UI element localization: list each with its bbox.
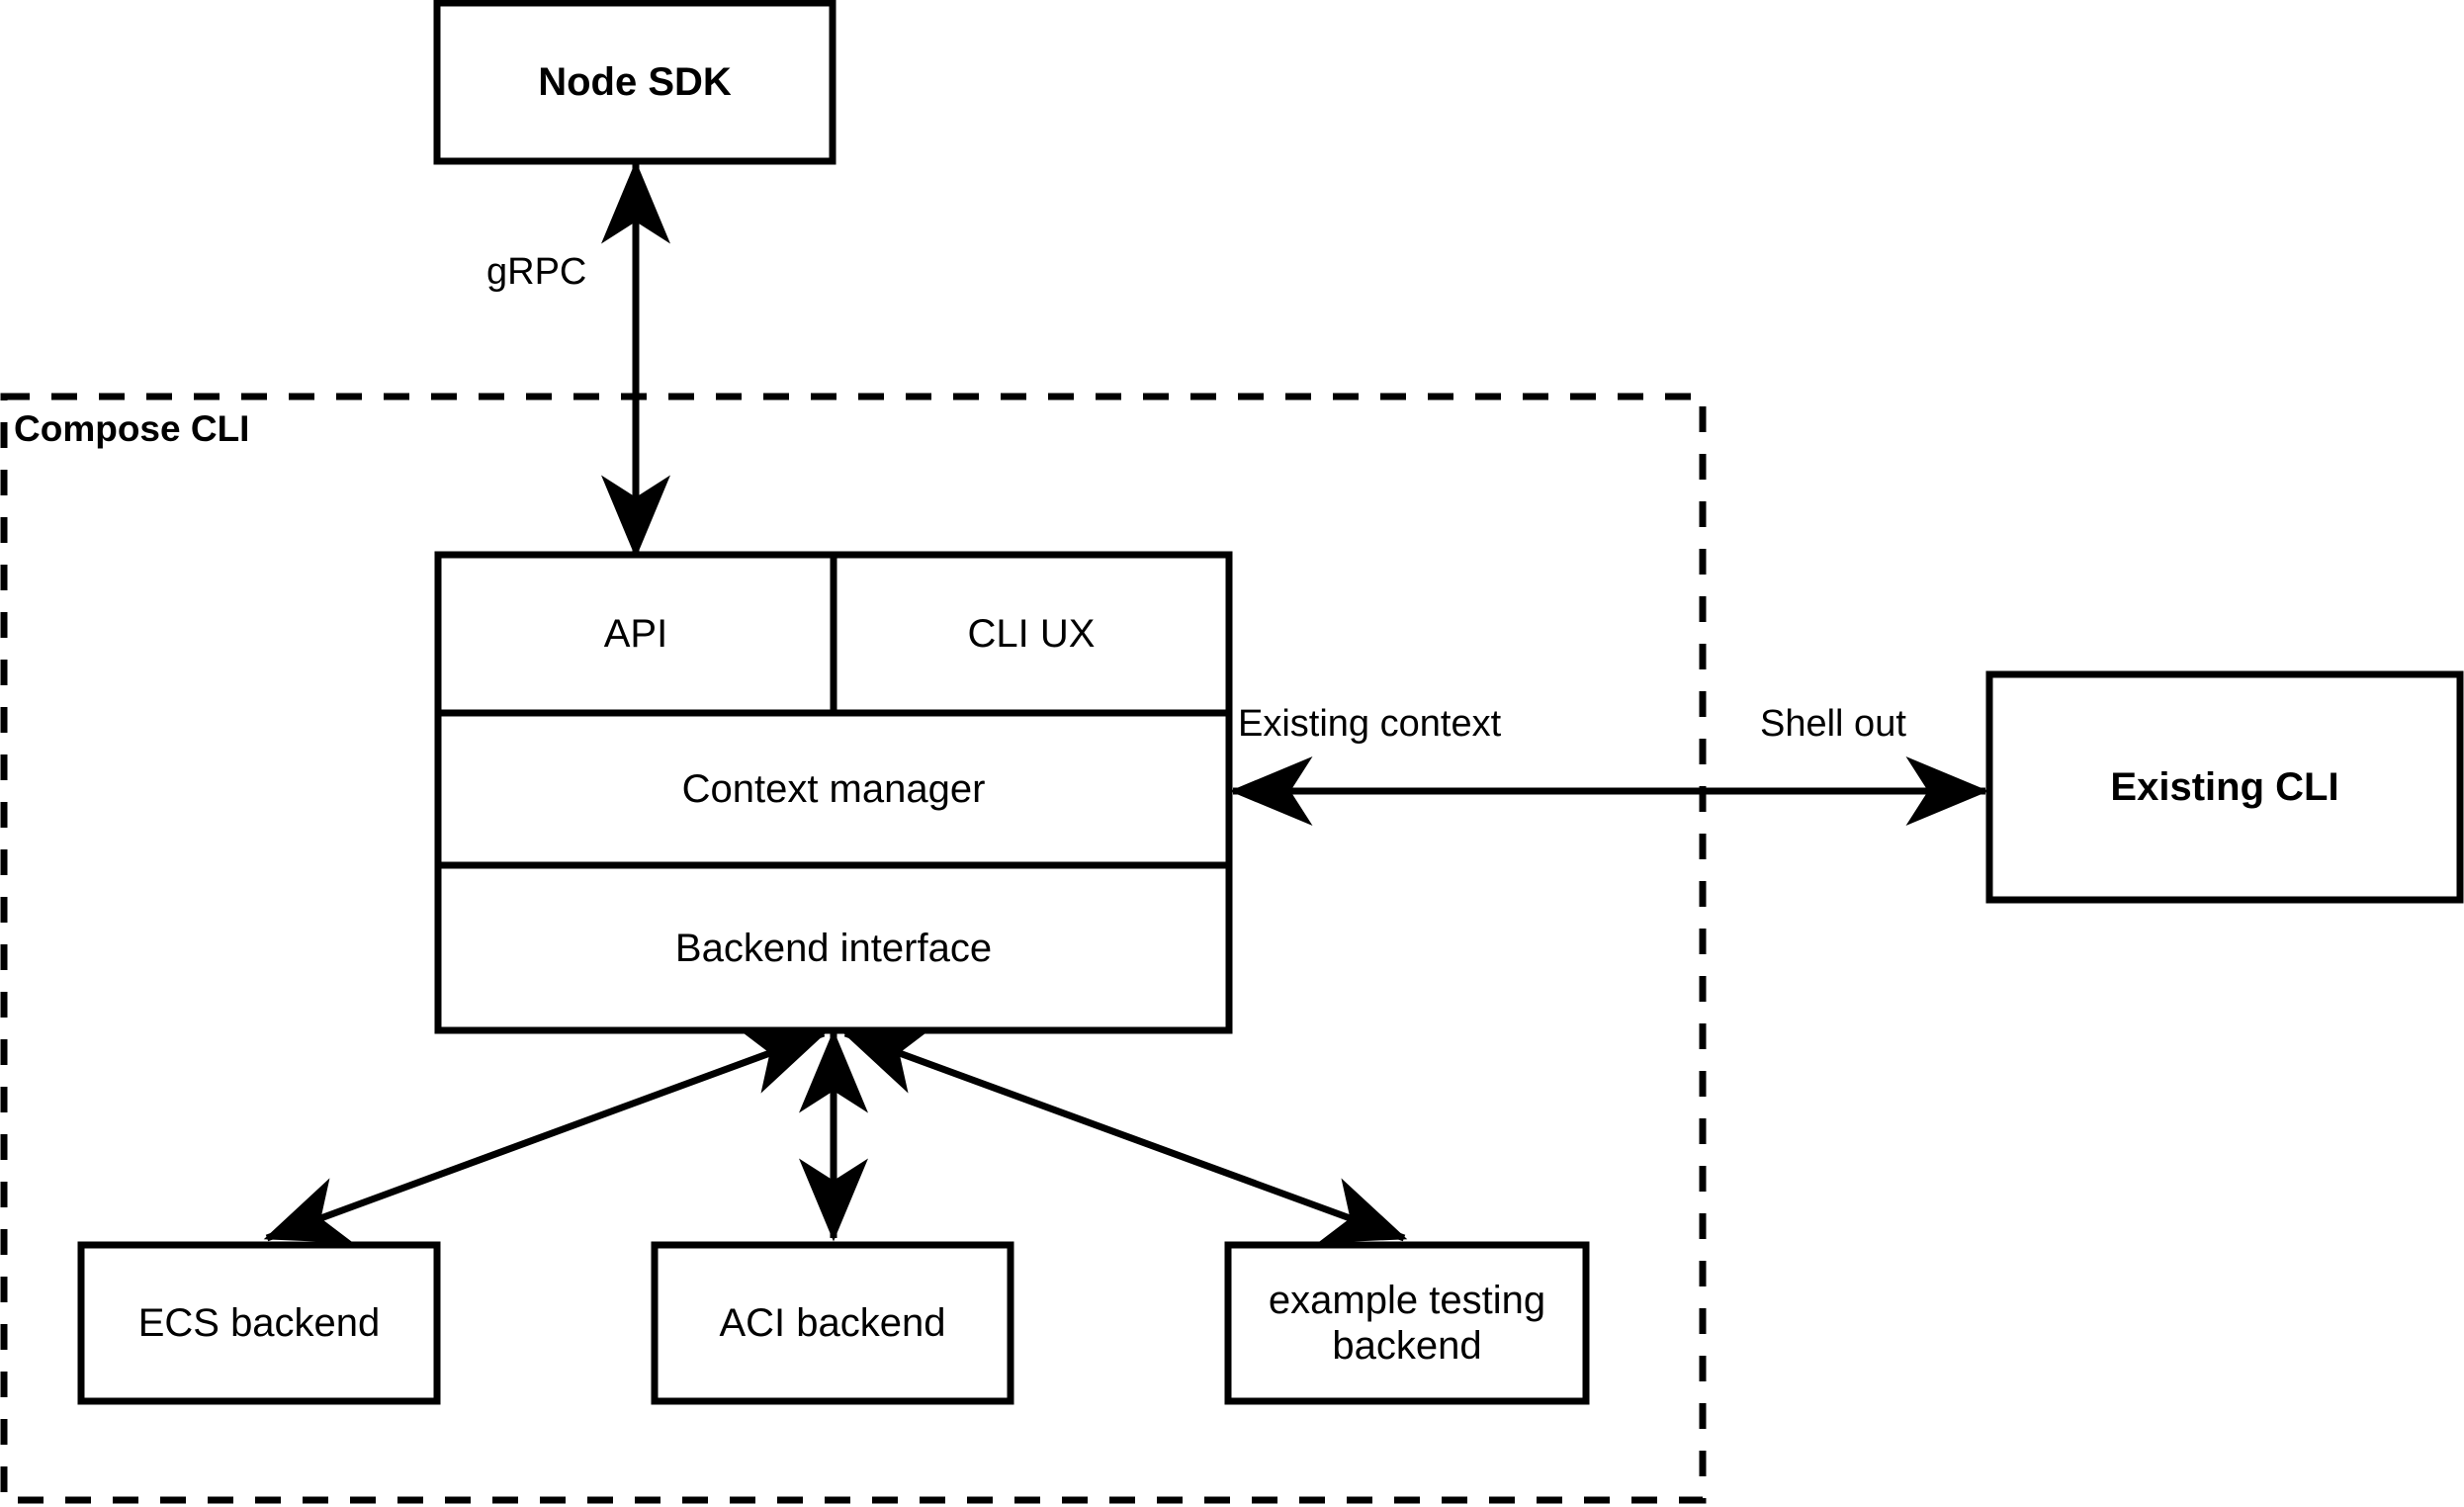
node-sdk-box: [433, 0, 836, 165]
compose-cli-group-border: [0, 393, 1707, 1504]
example-testing-backend-box: [1224, 1241, 1590, 1405]
existing-cli-box: [1985, 670, 2464, 904]
shell-out-edge-label: Shell out: [1760, 703, 1906, 745]
ecs-backend-box: [77, 1241, 441, 1405]
grpc-edge-label: gRPC: [486, 251, 587, 293]
aci-backend-box: [651, 1241, 1014, 1405]
backend-to-ecs-arrow: [263, 1027, 828, 1244]
compose-cli-group-label: Compose CLI: [14, 408, 250, 449]
existing-context-edge-label: Existing context: [1238, 703, 1502, 745]
backend-to-example-arrow: [841, 1027, 1408, 1244]
